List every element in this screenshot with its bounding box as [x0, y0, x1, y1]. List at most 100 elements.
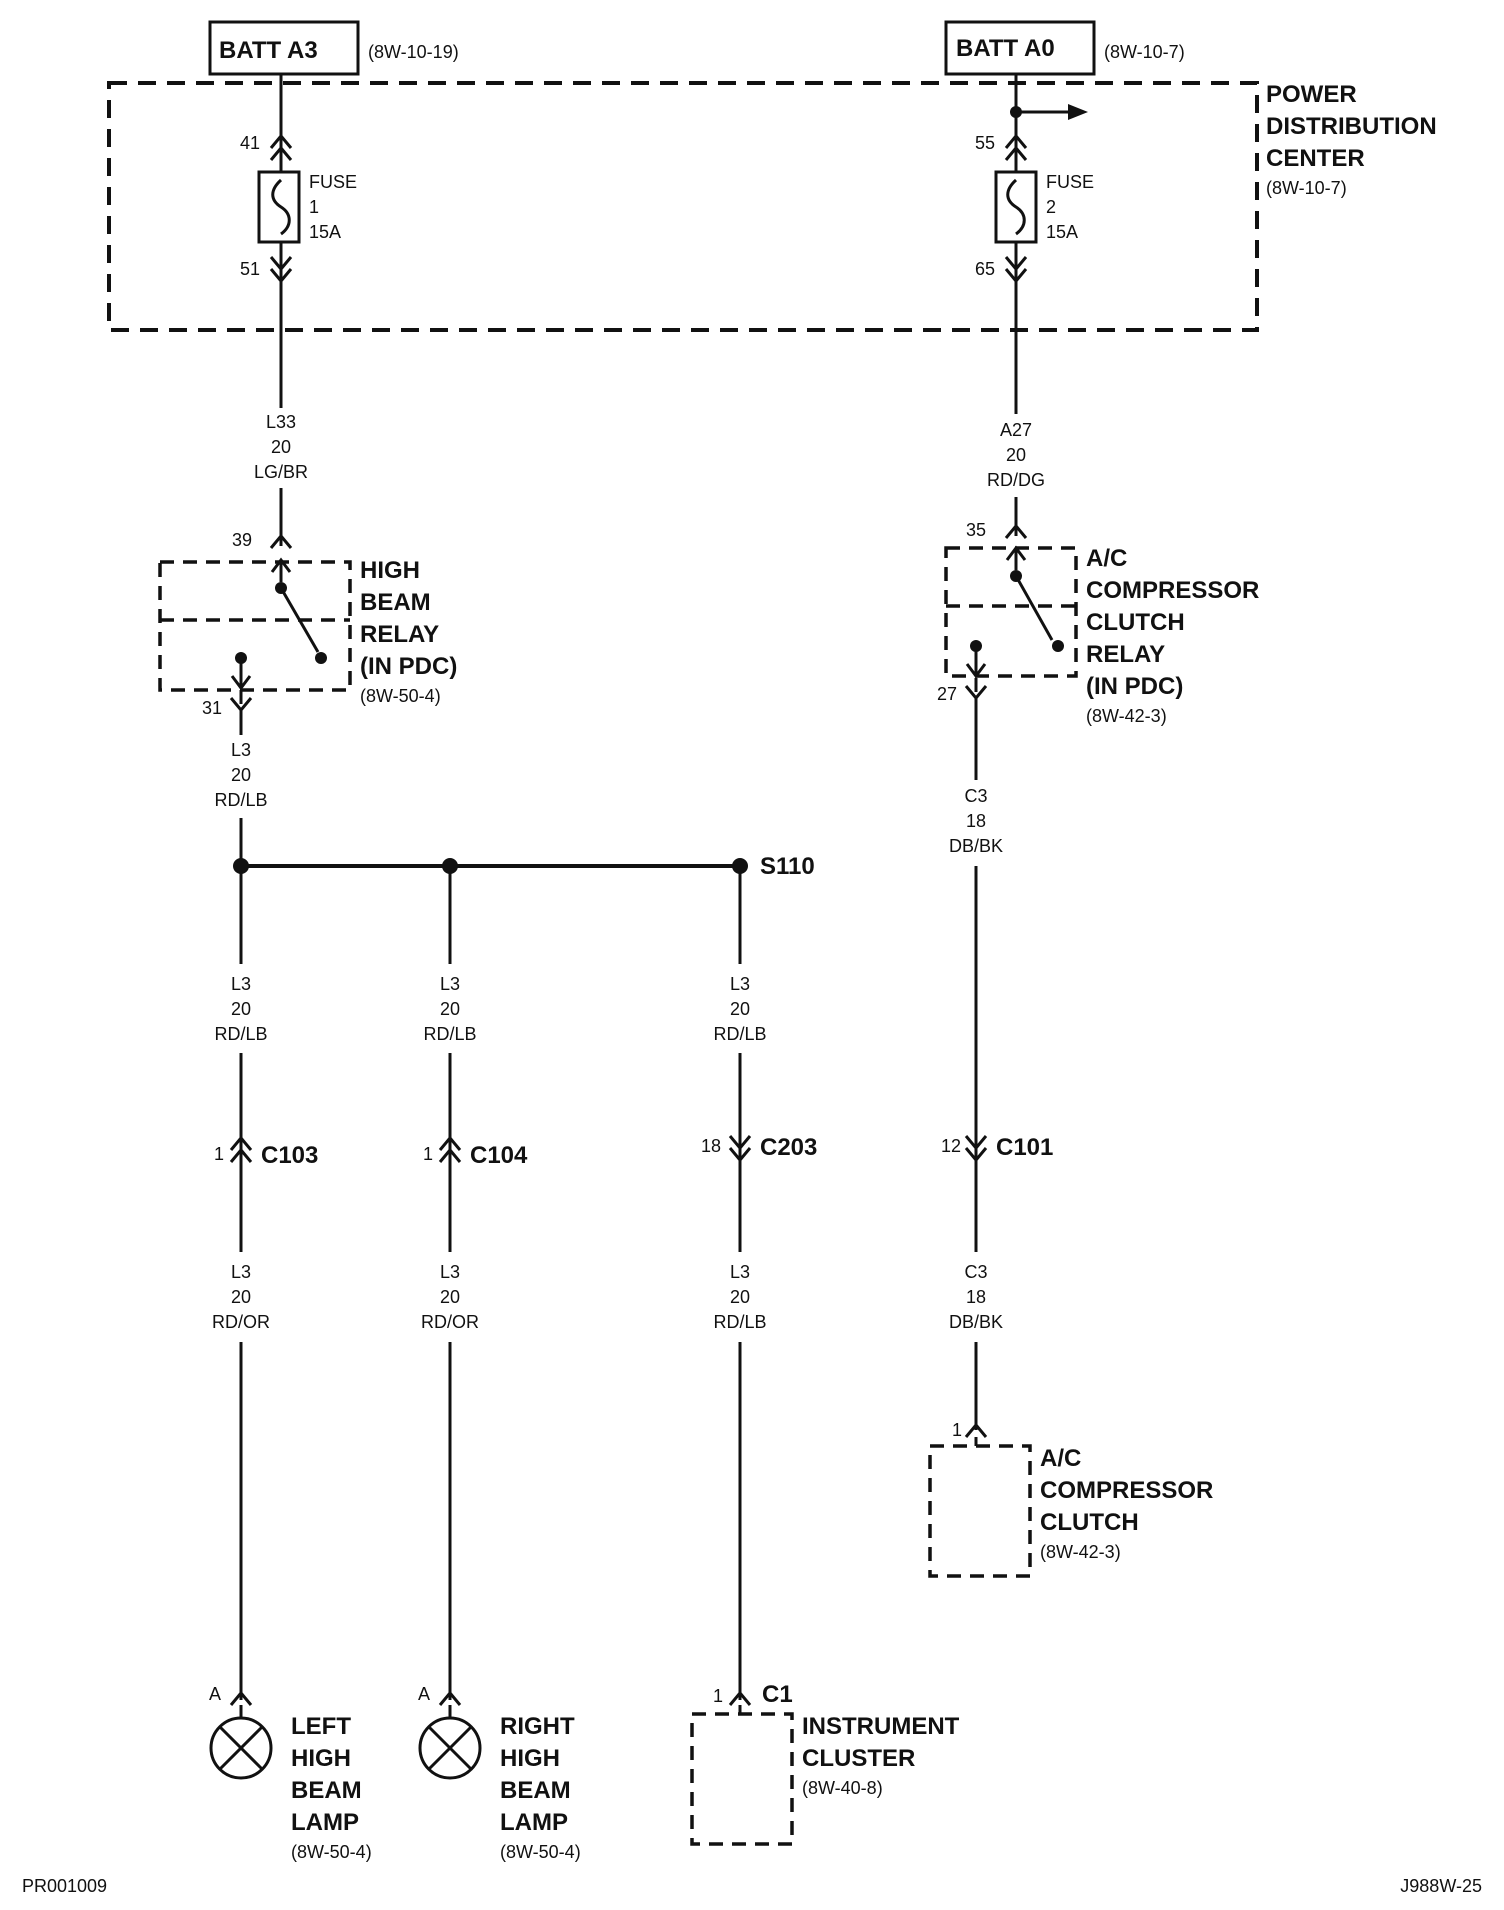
branch-2-low-circuit: L3 [440, 1262, 460, 1282]
fuse-2: 55 FUSE 2 15A 65 [975, 74, 1094, 414]
ac-relay-pin-out: 27 [937, 684, 957, 704]
high-beam-relay-pin-out: 31 [202, 698, 222, 718]
branch-2-circuit: L3 [440, 974, 460, 994]
batt-a0-ref: (8W-10-7) [1104, 42, 1185, 62]
batt-a0-source: BATT A0 (8W-10-7) [944, 20, 1185, 76]
right-lamp-line-4: LAMP [500, 1809, 568, 1836]
cluster-ref: (8W-40-8) [802, 1778, 883, 1798]
branch-left-high-beam: L3 20 RD/LB 1 C103 L3 20 RD/OR A [209, 866, 318, 1718]
pdc-title-line-3: CENTER [1266, 145, 1365, 172]
branch-2-low-gauge: 20 [440, 1287, 460, 1307]
batt-a0-label: BATT A0 [956, 35, 1055, 62]
power-distribution-center: POWER DISTRIBUTION CENTER (8W-10-7) [107, 81, 1437, 332]
ac-relay-line-4: RELAY [1086, 641, 1165, 668]
wire-a27-color: RD/DG [987, 470, 1045, 490]
wire-c3-circuit: C3 [964, 786, 987, 806]
branch-instrument-cluster: L3 20 RD/LB 18 C203 L3 20 RD/LB 1 C1 [701, 866, 817, 1714]
connector-c203-name: C203 [760, 1134, 817, 1161]
left-lamp-line-4: LAMP [291, 1809, 359, 1836]
ac-relay-line-2: COMPRESSOR [1086, 577, 1259, 604]
connector-c104-pin: 1 [423, 1144, 433, 1164]
pdc-title-line-2: DISTRIBUTION [1266, 113, 1437, 140]
left-lamp-pin: A [209, 1684, 221, 1704]
branch-2-low-color: RD/OR [421, 1312, 479, 1332]
wire-l3-main-color: RD/LB [214, 790, 267, 810]
connector-c101-name: C101 [996, 1134, 1053, 1161]
wire-l3-main-circuit: L3 [231, 740, 251, 760]
wire-l33-gauge: 20 [271, 437, 291, 457]
branch-3-low-circuit: L3 [730, 1262, 750, 1282]
wire-c3-low-circuit: C3 [964, 1262, 987, 1282]
high-beam-relay-line-2: BEAM [360, 589, 431, 616]
fuse-1-in-pin: 41 [240, 133, 260, 153]
batt-a3-ref: (8W-10-19) [368, 42, 459, 62]
pdc-ref: (8W-10-7) [1266, 178, 1347, 198]
branch-3-low-color: RD/LB [713, 1312, 766, 1332]
ac-clutch-ref: (8W-42-3) [1040, 1542, 1121, 1562]
high-beam-relay-pin-in: 39 [232, 530, 252, 550]
fuse-1-label-line-2: 1 [309, 197, 319, 217]
right-lamp-line-1: RIGHT [500, 1713, 575, 1740]
ac-relay-pin-in: 35 [966, 520, 986, 540]
cluster-pin: 1 [713, 1686, 723, 1706]
branch-3-gauge: 20 [730, 999, 750, 1019]
branch-1-color: RD/LB [214, 1024, 267, 1044]
wire-a27-gauge: 20 [1006, 445, 1026, 465]
fuse-1: 41 FUSE 1 15A 51 [240, 74, 357, 408]
fuse-1-out-pin: 51 [240, 259, 260, 279]
branch-3-color: RD/LB [713, 1024, 766, 1044]
branch-2-gauge: 20 [440, 999, 460, 1019]
ac-clutch-line-3: CLUTCH [1040, 1509, 1139, 1536]
wire-c3-color: DB/BK [949, 836, 1003, 856]
high-beam-relay-ref: (8W-50-4) [360, 686, 441, 706]
ac-relay-line-1: A/C [1086, 545, 1127, 572]
wire-a27: A27 20 RD/DG [987, 420, 1045, 536]
fuse-2-label-line-1: FUSE [1046, 172, 1094, 192]
ac-relay-ref: (8W-42-3) [1086, 706, 1167, 726]
branch-1-low-gauge: 20 [231, 1287, 251, 1307]
wire-c3-low-color: DB/BK [949, 1312, 1003, 1332]
cluster-line-1: INSTRUMENT [802, 1713, 960, 1740]
left-lamp-line-3: BEAM [291, 1777, 362, 1804]
pdc-title-line-1: POWER [1266, 81, 1357, 108]
fuse-1-label-line-3: 15A [309, 222, 341, 242]
branch-right-high-beam: L3 20 RD/LB 1 C104 L3 20 RD/OR A [418, 866, 528, 1718]
right-high-beam-lamp: RIGHT HIGH BEAM LAMP (8W-50-4) [418, 1713, 581, 1862]
splice-s110-label: S110 [760, 853, 815, 880]
fuse-2-in-pin: 55 [975, 133, 995, 153]
connector-c103-pin: 1 [214, 1144, 224, 1164]
right-lamp-line-3: BEAM [500, 1777, 571, 1804]
branch-1-gauge: 20 [231, 999, 251, 1019]
wire-c3-gauge: 18 [966, 811, 986, 831]
ac-compressor-clutch: A/C COMPRESSOR CLUTCH (8W-42-3) [928, 1444, 1213, 1578]
wire-l3-main-gauge: 20 [231, 765, 251, 785]
branch-1-low-color: RD/OR [212, 1312, 270, 1332]
wire-c3-low-gauge: 18 [966, 1287, 986, 1307]
connector-c103-name: C103 [261, 1142, 318, 1169]
ac-clutch-line-2: COMPRESSOR [1040, 1477, 1213, 1504]
high-beam-relay-line-4: (IN PDC) [360, 653, 457, 680]
batt-a3-label: BATT A3 [219, 37, 318, 64]
right-lamp-pin: A [418, 1684, 430, 1704]
branch-2-color: RD/LB [423, 1024, 476, 1044]
fuse-2-out-pin: 65 [975, 259, 995, 279]
left-lamp-ref: (8W-50-4) [291, 1842, 372, 1862]
instrument-cluster: INSTRUMENT CLUSTER (8W-40-8) [690, 1712, 960, 1846]
wire-l33-color: LG/BR [254, 462, 308, 482]
connector-c101-pin: 12 [941, 1136, 961, 1156]
ac-clutch-pin: 1 [952, 1420, 962, 1440]
ac-compressor-clutch-relay: 35 27 A/C COMPRESSOR CLUTCH RELAY (IN PD… [937, 520, 1259, 726]
connector-c104-name: C104 [470, 1142, 528, 1169]
branch-1-circuit: L3 [231, 974, 251, 994]
wire-l3-main: L3 20 RD/LB [214, 710, 268, 866]
high-beam-relay: 39 31 HIGH BEAM RELAY (IN PDC) (8W-50-4) [158, 530, 457, 718]
left-lamp-line-1: LEFT [291, 1713, 351, 1740]
footer-left-code: PR001009 [22, 1876, 107, 1896]
fuse-2-label-line-2: 2 [1046, 197, 1056, 217]
splice-s110: S110 [233, 853, 815, 880]
high-beam-relay-line-3: RELAY [360, 621, 439, 648]
ac-relay-line-5: (IN PDC) [1086, 673, 1183, 700]
right-lamp-line-2: HIGH [500, 1745, 560, 1772]
wire-l33: L33 20 LG/BR [254, 412, 308, 546]
